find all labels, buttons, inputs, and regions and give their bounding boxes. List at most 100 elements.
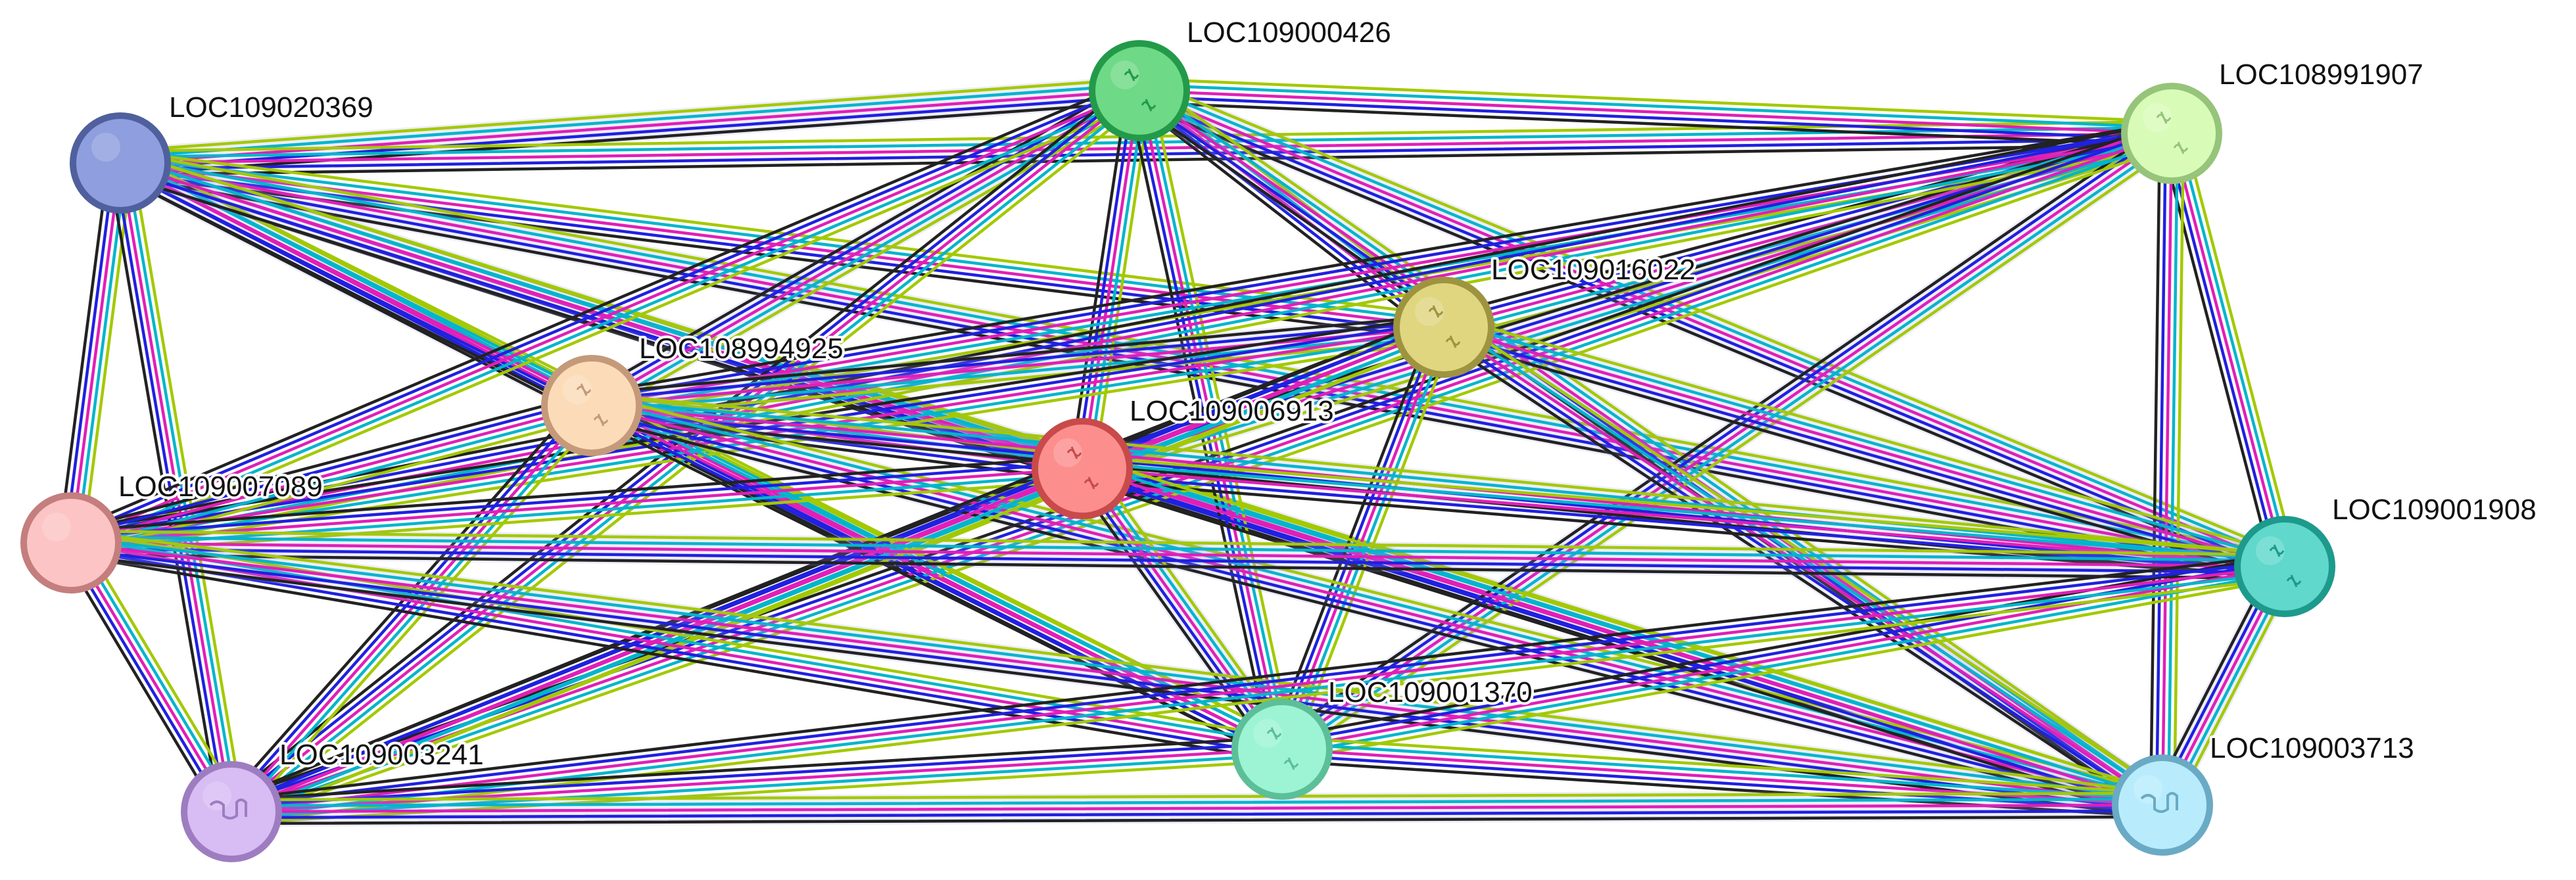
node-circle[interactable] xyxy=(1032,418,1133,519)
edge-evidence-line xyxy=(229,815,2164,825)
edge-evidence-line xyxy=(69,547,2287,574)
node-LOC109006913[interactable] xyxy=(1032,418,1133,519)
node-LOC109001908[interactable] xyxy=(2234,516,2335,617)
edge-evidence-line xyxy=(233,93,1145,818)
edge-evidence-line xyxy=(64,544,228,816)
edge-evidence-line xyxy=(119,155,1446,323)
edge-evidence-line xyxy=(1142,78,2291,557)
edge-evidence-line xyxy=(69,461,1084,539)
edge-LOC109006913-LOC109007089[interactable] xyxy=(68,455,1085,557)
edge-evidence-line xyxy=(587,409,1281,756)
edge-LOC109016022-LOC108994925[interactable] xyxy=(589,312,1446,421)
node-circle[interactable] xyxy=(20,492,122,593)
node-label: LOC108994925 xyxy=(639,333,844,365)
node-circle[interactable] xyxy=(1089,40,1190,141)
edge-evidence-line xyxy=(1080,89,1141,471)
edge-evidence-line xyxy=(1439,337,2283,580)
node-circle[interactable] xyxy=(2112,754,2213,856)
node-LOC109007089[interactable] xyxy=(20,492,122,593)
edge-evidence-line xyxy=(2160,131,2174,807)
edge-evidence-line xyxy=(118,161,1446,329)
edge-evidence-line xyxy=(1137,95,2173,141)
edge-evidence-line xyxy=(70,473,1084,551)
edge-evidence-line xyxy=(229,565,2287,814)
edge-evidence-line xyxy=(1068,87,1130,469)
edge-evidence-line xyxy=(120,101,1142,177)
node-LOC109020369[interactable] xyxy=(70,112,171,214)
node-circle[interactable] xyxy=(2234,516,2335,617)
edge-evidence-line xyxy=(1280,131,2174,751)
edge-evidence-line xyxy=(74,538,238,810)
edge-evidence-line xyxy=(589,313,1444,396)
edge-evidence-line xyxy=(1435,335,2158,817)
edge-evidence-line xyxy=(584,414,1279,762)
node-circle[interactable] xyxy=(1393,277,1494,378)
edge-evidence-line xyxy=(118,83,1141,159)
edge-LOC109001908-LOC109003241[interactable] xyxy=(228,553,2288,825)
node-circle[interactable] xyxy=(70,112,171,214)
node-LOC109000426[interactable] xyxy=(1089,40,1190,141)
edge-evidence-line xyxy=(588,409,2163,812)
edge-evidence-line xyxy=(1274,122,2167,741)
node-circle[interactable] xyxy=(541,355,642,456)
edge-evidence-line xyxy=(1071,474,1274,758)
node-LOC109016022[interactable] xyxy=(1393,277,1494,378)
node-label: LOC109001908 xyxy=(2332,494,2537,526)
edge-evidence-line xyxy=(230,570,2287,820)
edge-LOC108991907-LOC109003713[interactable] xyxy=(2149,131,2185,807)
edge-evidence-line xyxy=(593,94,1144,413)
edge-evidence-line xyxy=(72,95,1143,550)
node-label: LOC109003713 xyxy=(2210,732,2414,764)
node-circle[interactable] xyxy=(181,761,282,862)
edge-evidence-line xyxy=(68,126,2172,539)
edge-LOC108991907-LOC109001908[interactable] xyxy=(2159,129,2298,571)
edge-evidence-line xyxy=(70,529,2166,795)
node-LOC109003713[interactable] xyxy=(2112,754,2213,856)
node-LOC108991907[interactable] xyxy=(2121,83,2222,184)
edge-evidence-line xyxy=(1444,320,2288,563)
node-label: LOC109000426 xyxy=(1187,16,1391,49)
edge-evidence-line xyxy=(119,95,1141,171)
edge-evidence-line xyxy=(593,392,2167,795)
node-label: LOC109001370 xyxy=(1328,676,1533,708)
edge-LOC109020369-LOC109007089[interactable] xyxy=(57,160,134,546)
edge-LOC109000426-LOC109007089[interactable] xyxy=(64,78,1146,555)
edge-LOC108991907-LOC109001370[interactable] xyxy=(1273,121,2181,762)
edge-evidence-line xyxy=(1077,478,2160,818)
node-circle[interactable] xyxy=(1231,699,1333,800)
edge-evidence-line xyxy=(237,98,1149,823)
edge-LOC109000426-LOC109001908[interactable] xyxy=(1133,76,2291,581)
edge-LOC108994925-LOC109007089[interactable] xyxy=(66,392,596,556)
edge-evidence-line xyxy=(1135,95,2284,574)
edge-evidence-line xyxy=(119,143,2174,177)
node-circle[interactable] xyxy=(2121,83,2222,184)
edge-LOC109006913-LOC109001908[interactable] xyxy=(1080,455,2287,580)
edge-evidence-line xyxy=(2159,135,2275,571)
edge-evidence-line xyxy=(1137,101,2173,147)
edge-LOC109006913-LOC109003713[interactable] xyxy=(1077,455,2168,818)
edge-evidence-line xyxy=(64,78,1137,534)
edge-evidence-line xyxy=(229,747,1284,814)
edge-LOC109007089-LOC109001908[interactable] xyxy=(69,528,2287,582)
edge-LOC109000426-LOC108991907[interactable] xyxy=(1137,77,2174,147)
edge-LOC109020369-LOC109000426[interactable] xyxy=(118,76,1142,178)
edge-evidence-line xyxy=(1445,314,2290,557)
edge-LOC109001370-LOC109003241[interactable] xyxy=(229,735,1285,825)
edge-LOC109007089-LOC109003241[interactable] xyxy=(59,535,243,820)
edge-evidence-line xyxy=(2176,130,2292,567)
edge-LOC109003241-LOC109003713[interactable] xyxy=(229,790,2164,827)
edge-evidence-line xyxy=(231,576,2288,825)
edge-evidence-line xyxy=(229,791,2164,802)
edge-evidence-line xyxy=(591,392,2287,557)
edge-evidence-line xyxy=(67,553,1282,762)
edge-evidence-line xyxy=(81,163,134,546)
edge-LOC109007089-LOC109003713[interactable] xyxy=(68,528,2166,820)
node-LOC108994925[interactable] xyxy=(541,355,642,456)
edge-evidence-line xyxy=(2166,131,2180,807)
edge-LOC109001370-LOC109003713[interactable] xyxy=(1279,735,2165,819)
edge-evidence-line xyxy=(226,120,2170,802)
node-LOC109003241[interactable] xyxy=(181,761,282,862)
node-LOC109001370[interactable] xyxy=(1231,699,1333,800)
edge-LOC109016022-LOC109001908[interactable] xyxy=(1439,312,2290,582)
edge-evidence-line xyxy=(69,541,2164,807)
